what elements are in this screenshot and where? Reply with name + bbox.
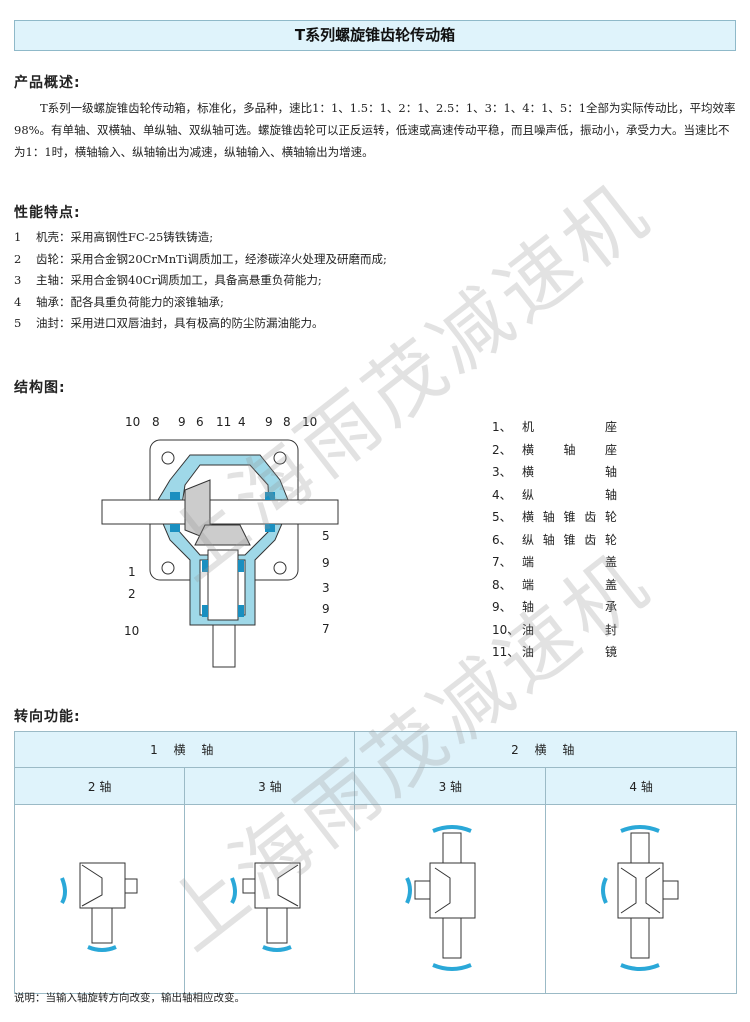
footnote: 说明：当输入轴旋转方向改变，输出轴相应改变。 [14, 992, 245, 1004]
svg-text:2: 2 [128, 587, 136, 601]
part-item: 11、油镜 [492, 645, 617, 659]
svg-text:7: 7 [322, 622, 330, 636]
rotation-diagram-1 [13, 804, 186, 994]
part-item: 3、横轴 [492, 465, 617, 479]
svg-text:1: 1 [128, 565, 136, 579]
part-item: 6、纵轴锥齿轮 [492, 532, 617, 547]
part-item: 9、轴承 [492, 600, 617, 614]
svg-text:10: 10 [125, 415, 140, 429]
part-item: 10、油封 [492, 622, 617, 637]
part-item: 1、机座 [492, 420, 617, 434]
parts-legend: 1、机座 2、横轴座 3、横轴 4、纵轴 5、横轴锥齿轮 6、纵轴锥齿轮 7、端… [492, 416, 617, 664]
svg-text:5: 5 [322, 529, 330, 543]
svg-text:8: 8 [152, 415, 160, 429]
svg-text:6: 6 [196, 415, 204, 429]
svg-text:10: 10 [124, 624, 139, 638]
svg-text:11: 11 [216, 415, 231, 429]
rotation-diagram-4 [545, 804, 737, 994]
svg-text:8: 8 [283, 415, 291, 429]
overview-text: T系列一级螺旋锥齿轮传动箱，标准化，多品种，速比1：1、1.5：1、2：1、2.… [14, 101, 736, 159]
svg-text:9: 9 [178, 415, 186, 429]
svg-text:9: 9 [322, 556, 330, 570]
part-item: 7、端盖 [492, 555, 617, 569]
features-heading: 性能特点: [14, 205, 81, 221]
svg-text:3: 3 [322, 581, 330, 595]
structure-heading: 结构图: [14, 380, 66, 396]
svg-text:9: 9 [322, 602, 330, 616]
svg-text:4: 4 [238, 415, 246, 429]
page-title: T系列螺旋锥齿轮传动箱 [14, 20, 736, 51]
rotation-diagram-2 [184, 804, 356, 994]
rotation-diagram-3 [354, 804, 547, 994]
rotation-heading: 转向功能: [14, 709, 81, 725]
col-header: 4 轴 [545, 767, 737, 805]
col-header: 3 轴 [354, 767, 547, 805]
overview-heading: 产品概述: [14, 75, 81, 91]
part-item: 5、横轴锥齿轮 [492, 510, 617, 524]
col-header: 3 轴 [184, 767, 356, 805]
group-header: 1 横 轴 [13, 731, 356, 768]
svg-text:10: 10 [302, 415, 317, 429]
col-header: 2 轴 [13, 767, 186, 805]
svg-text:9: 9 [265, 415, 273, 429]
part-item: 2、横轴座 [492, 442, 617, 457]
part-item: 4、纵轴 [492, 487, 617, 502]
part-item: 8、端盖 [492, 577, 617, 592]
group-header: 2 横 轴 [354, 731, 737, 768]
